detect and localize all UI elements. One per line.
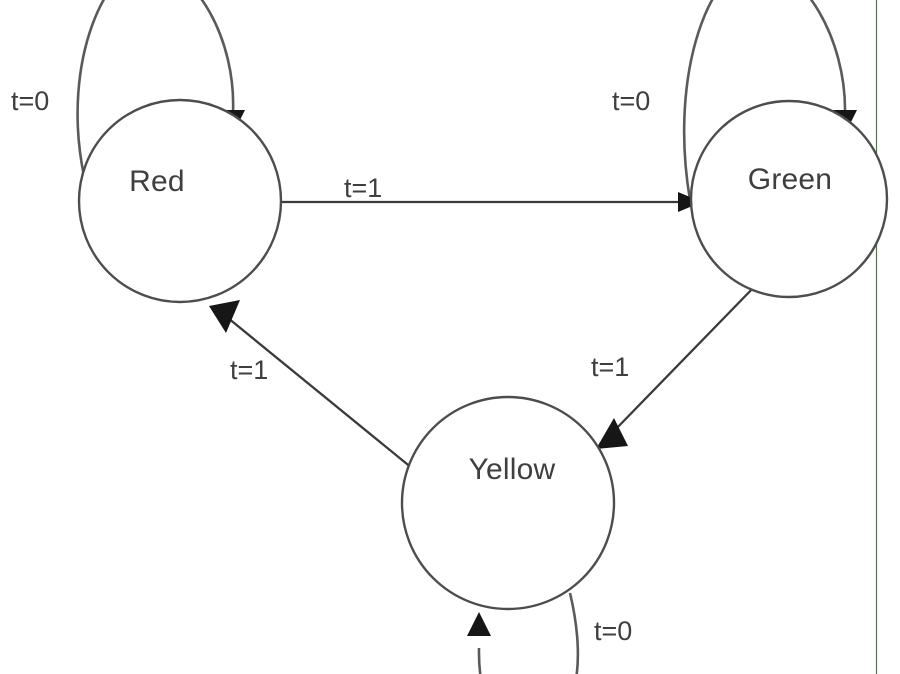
state-node-green[interactable]: Green (689, 99, 889, 299)
edge-red-to-green[interactable]: t=1 (282, 173, 702, 212)
edge-label-red-self-loop: t=0 (11, 86, 49, 116)
edge-label-red-to-green: t=1 (344, 173, 382, 203)
green-state-circle[interactable] (689, 99, 889, 299)
edge-yellow-self-loop[interactable]: t=0 (467, 592, 632, 674)
edge-label-yellow-to-red: t=1 (230, 355, 268, 385)
state-node-yellow[interactable]: Yellow (400, 395, 616, 611)
edge-label-green-self-loop: t=0 (612, 86, 650, 116)
green-to-yellow-arrowhead (596, 418, 628, 449)
red-self-loop-path (76, 0, 235, 177)
state-node-red[interactable]: Red (77, 98, 283, 304)
green-to-yellow-line (612, 283, 758, 433)
yellow-self-loop-arrowhead (467, 612, 491, 636)
green-state-label: Green (748, 163, 832, 196)
yellow-to-red-line (227, 317, 419, 474)
red-state-circle[interactable] (77, 98, 283, 304)
edge-yellow-to-red[interactable]: t=1 (209, 300, 419, 474)
yellow-state-label: Yellow (469, 453, 556, 486)
yellow-to-red-arrowhead (209, 300, 240, 333)
yellow-state-circle[interactable] (400, 395, 616, 611)
yellow-self-loop-path (477, 592, 580, 674)
edge-label-yellow-self-loop: t=0 (594, 616, 632, 646)
edge-label-green-to-yellow: t=1 (591, 352, 629, 382)
edge-green-to-yellow[interactable]: t=1 (591, 283, 758, 449)
red-state-label: Red (129, 165, 185, 198)
green-self-loop-path (682, 0, 847, 201)
